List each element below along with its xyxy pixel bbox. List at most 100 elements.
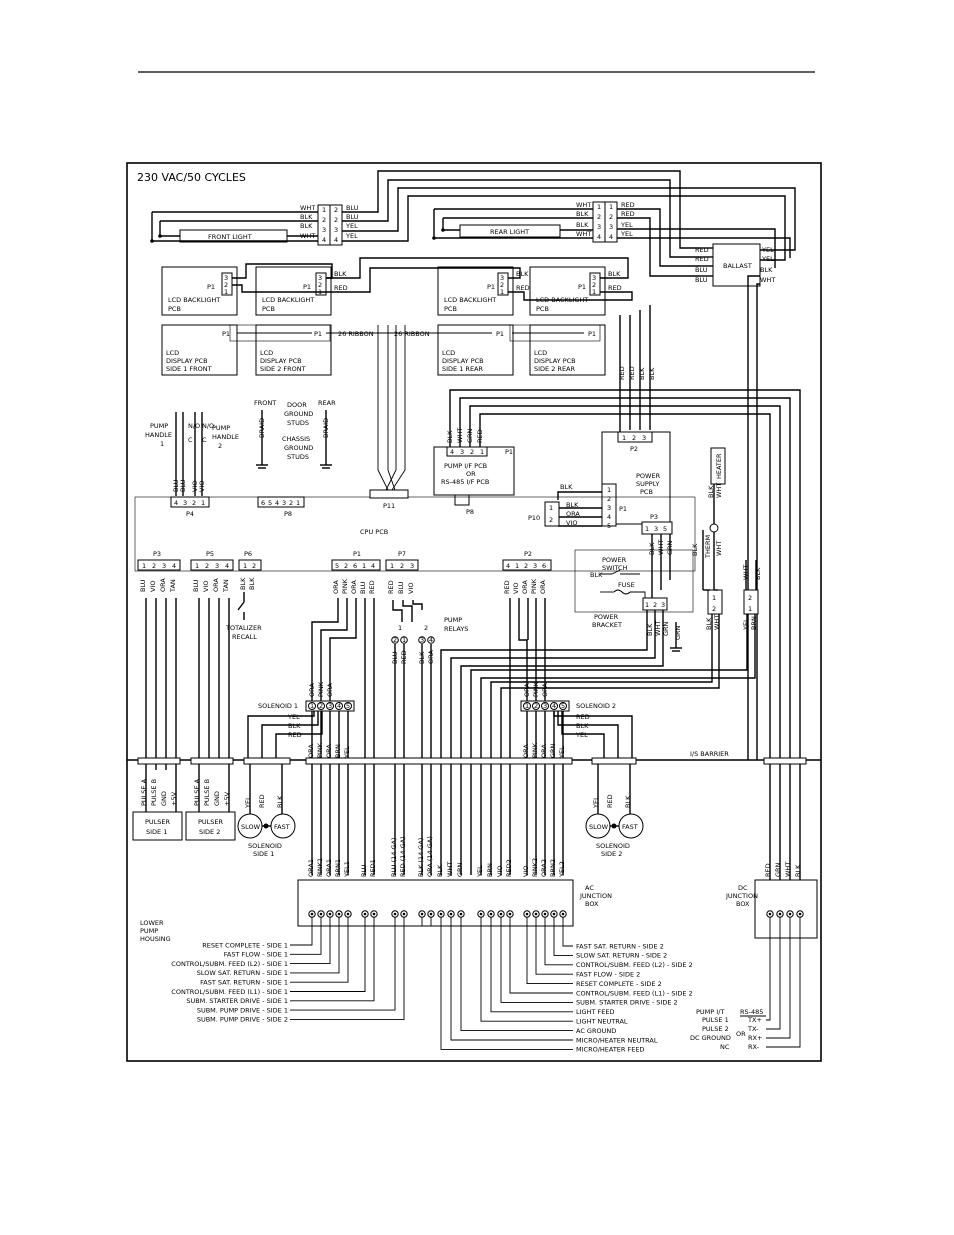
ac-terminal-dot	[372, 912, 376, 916]
svg-text:BLK: BLK	[560, 483, 573, 491]
svg-text:BOX: BOX	[585, 900, 599, 908]
right-label-leader	[450, 926, 573, 1041]
svg-text:WHT: WHT	[446, 862, 454, 877]
svg-text:2: 2	[470, 448, 474, 456]
svg-text:2: 2	[607, 495, 611, 503]
left-label-leader	[290, 926, 396, 1011]
svg-text:ORA: ORA	[539, 580, 547, 594]
svg-text:VIO: VIO	[522, 866, 530, 877]
svg-text:4: 4	[607, 513, 611, 521]
svg-text:4: 4	[429, 636, 433, 644]
svg-text:2: 2	[653, 601, 657, 609]
svg-text:1: 1	[515, 562, 519, 570]
right-function-label: MICRO/HEATER NEUTRAL	[576, 1036, 658, 1044]
svg-text:VIO: VIO	[149, 581, 157, 592]
svg-text:JUNCTION: JUNCTION	[579, 892, 612, 900]
svg-text:ORA1: ORA1	[307, 859, 315, 877]
svg-text:YEL2: YEL2	[558, 861, 566, 878]
left-function-label: CONTROL/SUBM. FEED (L2) - SIDE 1	[171, 960, 288, 968]
svg-text:WHT: WHT	[576, 201, 591, 209]
left-label-leader	[290, 926, 405, 1020]
svg-text:1: 1	[500, 288, 504, 296]
svg-text:4: 4	[225, 562, 229, 570]
svg-text:4: 4	[174, 499, 178, 507]
svg-text:P3: P3	[153, 550, 161, 558]
svg-text:NC: NC	[720, 1043, 730, 1051]
svg-text:4: 4	[371, 562, 375, 570]
svg-text:ORA: ORA	[212, 578, 220, 592]
fl-right-wire-2: BLU	[346, 213, 359, 221]
svg-text:1: 1	[195, 562, 199, 570]
svg-text:OR: OR	[466, 470, 476, 478]
left-label-leader	[290, 926, 366, 992]
rear-light-assembly: REAR LIGHT WHT BLK BLK WHT 1 2 3 4 1 2 3…	[432, 201, 791, 277]
svg-text:JUNCTION: JUNCTION	[725, 892, 758, 900]
svg-text:GND: GND	[160, 791, 168, 806]
svg-text:YEL: YEL	[620, 230, 633, 238]
svg-text:5: 5	[663, 525, 667, 533]
svg-text:N/O: N/O	[188, 422, 200, 430]
svg-text:P2: P2	[630, 445, 638, 453]
left-label-leader	[290, 926, 322, 955]
cpu-pcb: CPU PCB 4 3 2 1 P4 6 5 4 3 2 1 P8 P11 1 …	[134, 489, 696, 572]
svg-text:THERM: THERM	[704, 535, 712, 559]
svg-text:LOWER: LOWER	[140, 919, 164, 927]
svg-text:SOLENOID 1: SOLENOID 1	[258, 702, 298, 710]
svg-text:P1: P1	[487, 283, 495, 291]
svg-text:2: 2	[400, 562, 404, 570]
pump-relays: 1 2 PUMP RELAYS 2 1 3 4 BLU RED BLK ORA	[391, 600, 468, 875]
svg-text:1: 1	[607, 486, 611, 494]
right-label-leader	[500, 926, 573, 1003]
svg-text:1: 1	[201, 499, 205, 507]
svg-text:BRN: BRN	[750, 616, 758, 630]
fl-right-wire-4: YEL	[345, 232, 358, 240]
svg-text:1: 1	[712, 594, 716, 602]
svg-text:PCB: PCB	[640, 488, 653, 496]
svg-text:3: 3	[162, 562, 166, 570]
ac-terminal-dot	[363, 912, 367, 916]
svg-text:3: 3	[661, 601, 665, 609]
dc-terminal-dot	[778, 912, 782, 916]
svg-text:RED: RED	[628, 366, 636, 380]
svg-text:TX-: TX-	[747, 1025, 759, 1033]
svg-text:+5V: +5V	[170, 791, 178, 806]
svg-text:RX+: RX+	[748, 1034, 762, 1042]
ac-terminal-dot	[429, 912, 433, 916]
svg-text:BLK: BLK	[590, 571, 603, 579]
dc-terminal-dot	[798, 912, 802, 916]
svg-text:PULSER: PULSER	[145, 818, 171, 826]
svg-text:RED: RED	[695, 246, 709, 254]
svg-text:2: 2	[322, 216, 326, 224]
svg-text:YEL: YEL	[575, 731, 588, 739]
svg-text:1: 1	[224, 288, 228, 296]
svg-text:1: 1	[549, 504, 553, 512]
svg-text:RECALL: RECALL	[232, 633, 257, 641]
svg-text:2: 2	[344, 562, 348, 570]
svg-text:BLK: BLK	[276, 795, 284, 808]
svg-text:5: 5	[268, 499, 272, 507]
svg-text:3: 3	[592, 274, 596, 282]
front-light-assembly: FRONT LIGHT WHT BLK BLK WHT 1 2 3 4 2 2 …	[150, 170, 796, 261]
svg-text:P1: P1	[578, 283, 586, 291]
svg-text:YEL: YEL	[742, 618, 750, 631]
svg-text:DISPLAY PCB: DISPLAY PCB	[166, 357, 208, 365]
svg-text:P1: P1	[222, 330, 230, 338]
svg-text:PULSER: PULSER	[198, 818, 224, 826]
svg-text:BLK: BLK	[794, 864, 802, 877]
ac-terminal-dot	[508, 912, 512, 916]
svg-text:1: 1	[597, 203, 601, 211]
svg-text:ORA1: ORA1	[325, 859, 333, 877]
svg-text:2: 2	[712, 605, 716, 613]
svg-text:BLK: BLK	[754, 567, 762, 580]
svg-text:PUMP I/F PCB: PUMP I/F PCB	[444, 462, 487, 470]
svg-text:TAN: TAN	[169, 579, 177, 593]
svg-text:RED1: RED1	[369, 859, 377, 877]
svg-text:1: 1	[142, 562, 146, 570]
svg-text:N/O: N/O	[202, 422, 214, 430]
svg-text:SIDE 1: SIDE 1	[253, 850, 274, 858]
right-label-leader	[562, 926, 573, 947]
lcd-bl-labels-1: LCD BACKLIGHT PCB P1	[168, 283, 220, 313]
right-label-leader	[440, 926, 573, 1050]
left-function-label: SUBM. PUMP DRIVE - SIDE 1	[197, 1006, 288, 1014]
